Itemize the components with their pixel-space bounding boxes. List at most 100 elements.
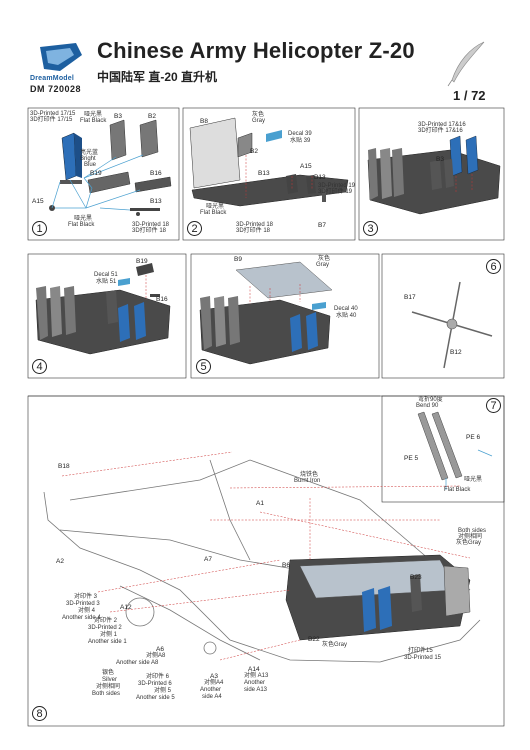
s7-flat-cn: 哑光黑 — [464, 477, 483, 483]
s8-gray-cn: 灰色Gray — [456, 540, 482, 546]
step4-frame — [27, 253, 187, 379]
s8-printed6-cn: 对印件 6 — [146, 674, 170, 680]
s8-burnt-cn: 烧铁色 — [300, 472, 319, 478]
s1-flat: Flat Black — [68, 222, 95, 228]
s2-gray-cn: 灰色 — [252, 112, 265, 118]
s2-printed19: 3D-Printed 19 — [318, 183, 356, 189]
s1-part-b16: B16 — [150, 170, 162, 177]
s8-printed15-cn: 打印件15 — [408, 648, 433, 654]
s8-gray2: 灰色Gray — [322, 642, 348, 648]
s7-part-pe6: PE 6 — [466, 434, 481, 441]
s8-part-b22: B22 — [308, 636, 320, 643]
s8-silver: Silver — [102, 677, 118, 683]
s8-both: Both sides — [458, 528, 487, 534]
s8-part-b6: B6 — [282, 562, 290, 569]
s1-printed18-cn: 3D打印件 18 — [132, 228, 167, 234]
step8-guide-lines — [61, 451, 471, 661]
s2-gray: Gray — [252, 118, 266, 124]
s7-flat: Flat Black — [444, 487, 471, 493]
s2-decal: Decal 39 — [288, 131, 312, 137]
page-title: Chinese Army Helicopter Z-20 — [97, 38, 415, 63]
s2-part-b13b: B13 — [314, 174, 326, 181]
s6-part-b12: B12 — [450, 349, 462, 356]
s7-bend-cn: 弯折90度 — [418, 397, 443, 403]
s4-part-b16: B16 — [156, 296, 168, 303]
step8-interior-drawing — [285, 554, 471, 641]
s1-part-b19: B19 — [90, 170, 102, 177]
s2-part-b8: B8 — [200, 118, 208, 125]
s7-bend: Bend 90 — [416, 403, 439, 409]
s8-burnt: Burnt Iron — [294, 478, 321, 484]
s2-decal-cn: 水贴 39 — [290, 138, 311, 144]
s1-flatblack: Flat Black — [80, 118, 107, 124]
step7-antenna-drawing — [417, 411, 493, 490]
step5-cabin-drawing — [199, 261, 333, 365]
s8-side1: Another side 1 — [88, 639, 127, 645]
s5-gray-cn: 灰色 — [318, 256, 331, 262]
s4-decal: Decal 51 — [94, 272, 118, 278]
s5-part-b9: B9 — [234, 256, 242, 263]
s3-part-b3: B3 — [436, 156, 444, 163]
s8-part-a1: A1 — [256, 500, 264, 507]
step6-frame — [381, 253, 505, 379]
s8-a13-cn: 对侧 A13 — [244, 673, 269, 679]
s1-flat-cn: 哑光黑 — [74, 216, 93, 222]
s8-sideA4b: side A4 — [202, 694, 222, 700]
s4-decal-cn: 水贴 51 — [96, 279, 117, 285]
s8-part-a2: A2 — [56, 558, 64, 565]
s2-part-b13: B13 — [258, 170, 270, 177]
s8-side4: Another side 4 — [62, 615, 101, 621]
s1-part-a15: A15 — [32, 198, 44, 205]
step6-rotor-drawing — [411, 281, 493, 369]
s8-both2: Both sides — [92, 691, 121, 697]
s8-part-a7: A7 — [204, 556, 212, 563]
s1-brightblue-cn: 亮光蓝 — [80, 150, 99, 156]
s8-part-a14: A14 — [248, 666, 260, 673]
step-number-8: 8 — [32, 706, 47, 721]
s8-printed6: 3D-Printed 6 — [138, 681, 172, 687]
step2-frame — [182, 107, 356, 241]
s8-both-cn: 对侧相同 — [458, 534, 483, 540]
s8-part-a6: A6 — [156, 646, 164, 653]
s8-printed3: 3D-Printed 3 — [66, 601, 100, 607]
s7-part-pe5: PE 5 — [404, 455, 419, 462]
step-number-2: 2 — [187, 221, 202, 236]
step3-cabin-drawing — [367, 135, 501, 215]
step1-seat-drawing — [49, 119, 172, 216]
s2-flat-cn: 哑光黑 — [206, 204, 225, 210]
s4-part-b19: B19 — [136, 258, 148, 265]
step2-floor-drawing — [189, 117, 349, 207]
s3-printed: 3D-Printed 17&16 — [418, 122, 466, 128]
s8-printed3-cn: 对印件 3 — [74, 594, 98, 600]
s1-flatblack-cn: 哑光黑 — [84, 112, 103, 118]
s8-side1-cn: 对侧 1 — [100, 632, 118, 638]
s8-part-a3: A3 — [210, 673, 218, 680]
product-code: DM 720028 — [30, 84, 82, 94]
s1-part-b2: B2 — [148, 113, 156, 120]
s8-sideA8: Another side A8 — [116, 660, 159, 666]
step-number-3: 3 — [363, 221, 378, 236]
s8-side5: Another side 5 — [136, 695, 175, 701]
s2-flat: Flat Black — [200, 210, 227, 216]
s8-sideA4: Another — [200, 687, 222, 693]
step-number-7: 7 — [486, 398, 501, 413]
s1-part-b13: B13 — [150, 198, 162, 205]
scale-label: 1 / 72 — [453, 88, 486, 103]
s8-silver-cn: 银色 — [102, 670, 115, 676]
s2-printed19-cn: 3D打印件 19 — [318, 189, 353, 195]
step3-frame — [358, 107, 505, 241]
s8-printed2-cn: 对印件 2 — [94, 618, 118, 624]
s3-printed-cn: 3D打印件 17&16 — [418, 128, 463, 134]
step-number-1: 1 — [32, 221, 47, 236]
step-number-6: 6 — [486, 259, 501, 274]
s1-printed-label: 3D-Printed 17/15 — [30, 111, 76, 117]
s1-brightblue-2: Blue — [84, 162, 97, 168]
s8-both2-cn: 对侧相同 — [96, 684, 121, 690]
s2-part-b2: B2 — [250, 148, 258, 155]
page-subtitle: 中国陆军 直-20 直升机 — [97, 70, 218, 84]
step-number-5: 5 — [196, 359, 211, 374]
s8-side4-cn: 对侧 4 — [78, 608, 96, 614]
s1-part-b3: B3 — [114, 113, 122, 120]
s2-part-a15: A15 — [300, 163, 312, 170]
